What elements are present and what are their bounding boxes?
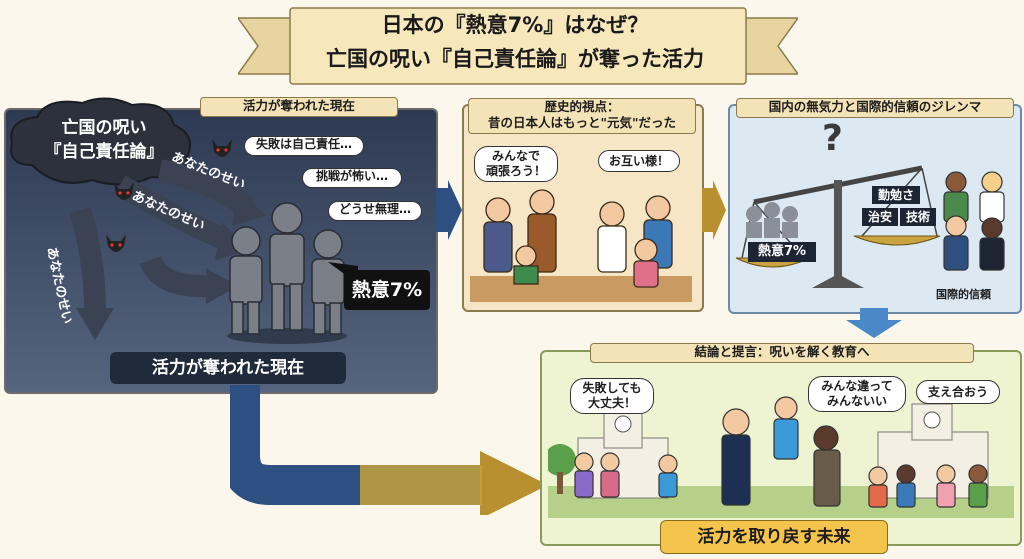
thought-bubble-3: どうせ無理… — [328, 201, 422, 221]
history-bubble-1-line-1: みんなで — [491, 149, 540, 163]
conclusion-bubble-2: みんな違って みんないい — [808, 376, 906, 412]
history-label: 歴史的視点： 昔の日本人はもっと"元気"だった — [468, 98, 696, 134]
left-pan-label: 熱意7% — [748, 242, 816, 262]
balance-scale-illustration — [735, 165, 941, 288]
curse-line-1: 亡国の呪い — [61, 118, 147, 138]
present-caption: 活力が奪われた現在 — [110, 352, 346, 384]
history-bubble-2: お互い様！ — [598, 150, 680, 172]
page-title: 日本の『熱意7%』はなぜ？ 亡国の呪い『自己責任論』が奪った活力 — [290, 8, 740, 76]
curse-cloud — [10, 97, 191, 186]
history-label-line-1: 歴史的視点： — [544, 99, 620, 114]
devil-icon — [114, 182, 134, 200]
conclusion-bubble-1-line-2: 大丈夫！ — [587, 396, 636, 410]
right-pan-label-top: 勤勉さ — [872, 186, 920, 204]
international-people-illustration — [943, 171, 1005, 271]
question-mark-icon: ? — [822, 118, 843, 159]
arrow-to-dilemma — [702, 180, 726, 240]
flow-arrow-to-conclusion — [230, 385, 548, 515]
history-bubble-1: みんなで 頑張ろう！ — [474, 146, 558, 182]
devil-icon — [106, 234, 126, 252]
conclusion-label: 結論と提言：呪いを解く教育へ — [590, 343, 974, 363]
blame-arrows — [69, 159, 266, 340]
energetic-people-illustration — [470, 189, 692, 302]
history-label-line-2: 昔の日本人はもっと"元気"だった — [487, 115, 677, 130]
conclusion-caption: 活力を取り戻す未来 — [660, 520, 888, 554]
thought-bubble-1: 失敗は自己責任… — [244, 136, 364, 156]
conclusion-bubble-2-line-1: みんな違って — [821, 379, 893, 393]
arrow-to-history — [436, 180, 462, 240]
title-banner — [238, 7, 798, 85]
conclusion-bubble-1: 失敗しても 大丈夫！ — [570, 378, 654, 414]
devil-icon — [212, 139, 232, 157]
school-illustration — [548, 396, 1014, 518]
curse-text: 亡国の呪い 『自己責任論』 — [24, 116, 184, 164]
thought-bubble-2: 挑戦が怖い… — [302, 168, 402, 188]
title-line-2: 亡国の呪い『自己責任論』が奪った活力 — [326, 47, 704, 71]
title-line-1: 日本の『熱意7%』はなぜ？ — [381, 13, 649, 37]
conclusion-bubble-3: 支え合おう — [916, 380, 1000, 404]
curse-line-2: 『自己責任論』 — [44, 142, 164, 162]
right-pan-label-right: 技術 — [900, 208, 936, 226]
present-label: 活力が奪われた現在 — [200, 97, 398, 117]
international-trust-label: 国際的信頼 — [936, 288, 991, 301]
history-bubble-1-line-2: 頑張ろう！ — [485, 164, 546, 178]
enthusiasm-badge: 熱意7% — [344, 270, 430, 310]
conclusion-bubble-1-line-1: 失敗しても — [582, 381, 642, 395]
arrow-to-conclusion — [846, 308, 902, 338]
dilemma-label: 国内の無気力と国際的信頼のジレンマ — [736, 98, 1014, 118]
right-pan-label-left: 治安 — [862, 208, 898, 226]
conclusion-bubble-2-line-2: みんないい — [826, 394, 887, 408]
